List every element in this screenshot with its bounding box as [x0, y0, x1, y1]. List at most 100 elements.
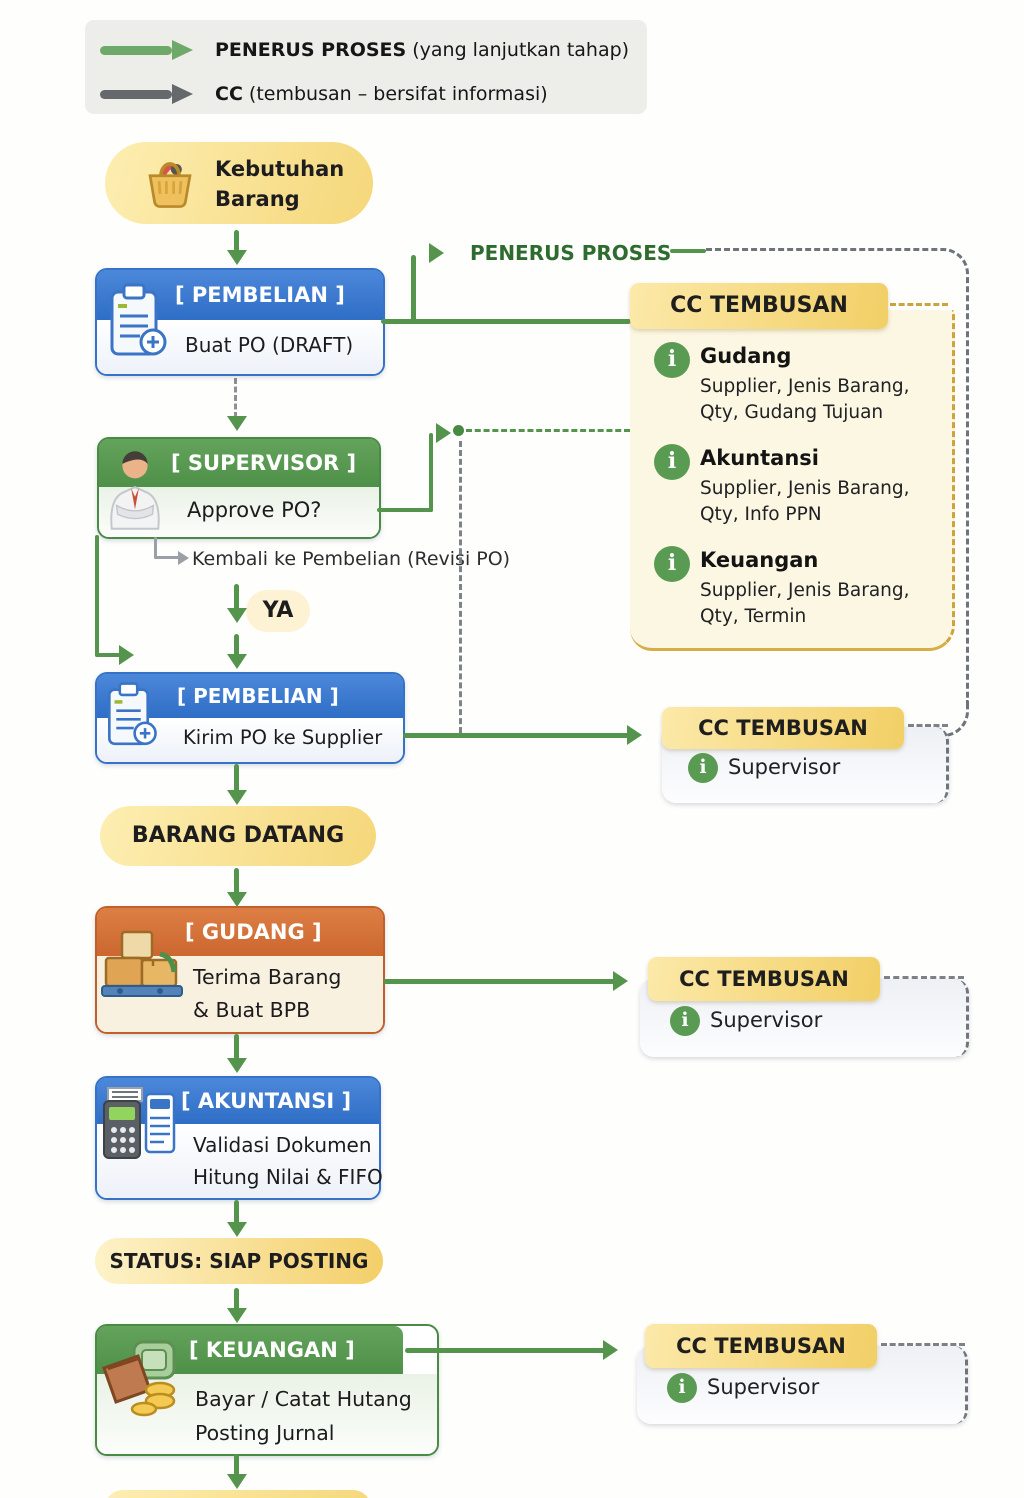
line-left-elbow-v [95, 535, 99, 657]
start-pill-line1: Kebutuhan [215, 157, 345, 181]
dashed-cc2-link [884, 976, 964, 979]
legend-penerus-arrow-icon [100, 46, 172, 55]
start-pill-line2: Barang [215, 187, 300, 211]
arrowhead-to-supervisor-icon [227, 416, 247, 431]
cc-main-item1-name: Gudang [700, 344, 792, 368]
clipboard-plus-icon [108, 682, 157, 746]
node-akuntansi-action2: Hitung Nilai & FIFO [193, 1165, 383, 1189]
line-keuangan-to-cc [405, 1348, 605, 1353]
info-icon [654, 444, 690, 480]
node-gudang-action1: Terima Barang [193, 965, 342, 989]
reject-label: Kembali ke Pembelian (Revisi PO) [192, 548, 511, 570]
line-pembelian1-to-ccmain [381, 319, 631, 324]
cc-main-header: CC TEMBUSAN [630, 283, 888, 329]
arrow-akuntansi-down [234, 1200, 239, 1224]
node-akuntansi-validasi: [ AKUNTANSI ] Validasi Dokumen Hitung Ni… [95, 1076, 383, 1200]
barang-datang-pill: BARANG DATANG [100, 806, 376, 866]
info-icon [654, 546, 690, 582]
arrow-barang-down [234, 868, 239, 894]
warehouse-boxes-icon [101, 930, 183, 997]
legend-penerus-term: PENERUS PROSES [215, 39, 407, 61]
arrowhead-ya-2-icon [227, 654, 247, 669]
arrowhead-gudang-down-icon [227, 1058, 247, 1073]
arrowhead-kirimpo-cc-icon [627, 725, 642, 745]
node-gudang-action2: & Buat BPB [193, 998, 311, 1022]
line-supervisor-elbow-h [377, 508, 433, 512]
cc-main-item1-desc1: Supplier, Jenis Barang, [700, 376, 910, 397]
arrow-status-down [234, 1288, 239, 1310]
legend-penerus-arrowhead-icon [172, 40, 193, 60]
node-keuangan-bayar: [ KEUANGAN ] Bayar / Catat Hutang Postin… [95, 1324, 439, 1456]
arrowhead-status-down-icon [227, 1308, 247, 1323]
cc-supervisor3-header: CC TEMBUSAN [645, 1324, 877, 1368]
node-akuntansi-action1: Validasi Dokumen [193, 1133, 372, 1157]
arrow-gudang-down [234, 1034, 239, 1060]
legend-cc-term: CC [215, 83, 243, 105]
node-gudang-terima: [ GUDANG ] Terima Barang & Buat BPB [95, 906, 385, 1034]
line-branch-up-penerus [411, 255, 416, 323]
clipboard-plus-icon [110, 283, 167, 356]
cc-main-item3-name: Keuangan [700, 548, 819, 572]
cc-supervisor3-member: Supervisor [707, 1375, 820, 1399]
cc-main-body: Gudang Supplier, Jenis Barang, Qty, Guda… [630, 310, 955, 651]
arrowhead-gudang-cc-icon [613, 971, 628, 991]
node-keuangan-action2: Posting Jurnal [195, 1421, 335, 1445]
line-left-elbow-h [95, 653, 123, 657]
arrowhead-reject-icon [178, 551, 189, 565]
supervisor-person-icon [110, 451, 160, 530]
legend-panel: PENERUS PROSES (yang lanjutkan tahap) CC… [85, 20, 647, 114]
legend-penerus-desc: (yang lanjutkan tahap) [406, 39, 630, 61]
dashed-cc-route-top-right [706, 248, 969, 709]
arrowhead-akuntansi-down-icon [227, 1222, 247, 1237]
dashed-line-pembelian1-to-supervisor [234, 378, 237, 418]
cc-main-item1-desc2: Qty, Gudang Tujuan [700, 402, 884, 423]
legend-cc-desc: (tembusan – bersifat informasi) [242, 83, 548, 105]
cc-supervisor1-member: Supervisor [728, 755, 841, 779]
line-ya-2 [234, 634, 239, 656]
line-kirimpo-to-cc [403, 733, 629, 738]
arrowhead-left-elbow-icon [119, 645, 134, 665]
cc-main-item3-desc2: Qty, Termin [700, 606, 807, 627]
legend-cc-arrow-icon [100, 90, 172, 99]
cc-supervisor1-header: CC TEMBUSAN [662, 707, 904, 749]
arrowhead-pembelian2-down-icon [227, 790, 247, 805]
penerus-proses-label: PENERUS PROSES [470, 241, 672, 265]
arrowhead-ya-1-icon [227, 608, 247, 623]
basket-icon [148, 162, 192, 208]
node-pembelian-buat-po: [ PEMBELIAN ] Buat PO (DRAFT) [95, 268, 385, 376]
info-icon [688, 753, 718, 783]
dashed-cc3-link [881, 1343, 965, 1346]
cc-main-item2-desc2: Qty, Info PPN [700, 504, 822, 525]
legend-cc-arrowhead-icon [172, 84, 193, 104]
node-keuangan-action1: Bayar / Catat Hutang [195, 1387, 412, 1411]
ya-pill: YA [246, 590, 310, 632]
arrow-pembelian2-down [234, 764, 239, 792]
cc-main-item2-desc1: Supplier, Jenis Barang, [700, 478, 910, 499]
arrowhead-start-to-pembelian1-icon [227, 250, 247, 265]
dashed-gray-junction-down [459, 441, 462, 733]
line-reject-v [154, 537, 157, 559]
dashed-cc1-link [908, 724, 948, 727]
start-pill-kebutuhan-barang: Kebutuhan Barang [105, 142, 373, 224]
arrow-keuangan-down [234, 1454, 239, 1476]
arrowhead-keuangan-cc-icon [603, 1340, 618, 1360]
node-supervisor-role: [ SUPERVISOR ] [99, 439, 379, 487]
status-pill: STATUS: SIAP POSTING [95, 1238, 383, 1284]
line-reject-h [154, 556, 180, 559]
line-ya-1 [234, 584, 239, 610]
cc-main-item3-desc1: Supplier, Jenis Barang, [700, 580, 910, 601]
info-icon [670, 1006, 700, 1036]
calculator-receipt-icon [103, 1087, 176, 1159]
line-supervisor-elbow-v [429, 433, 433, 512]
arrowhead-supervisor-elbow-icon [436, 423, 451, 443]
line-after-penerus-label [670, 249, 706, 253]
node-akuntansi-role: [ AKUNTANSI ] [97, 1078, 379, 1124]
line-gudang-to-cc [383, 979, 615, 984]
info-icon [654, 342, 690, 378]
info-icon [667, 1373, 697, 1403]
wallet-coins-icon [102, 1340, 176, 1417]
legend-penerus-label: PENERUS PROSES (yang lanjutkan tahap) [215, 37, 629, 64]
legend-cc-label: CC (tembusan – bersifat informasi) [215, 81, 548, 108]
dashed-green-to-ccmain [466, 429, 630, 432]
